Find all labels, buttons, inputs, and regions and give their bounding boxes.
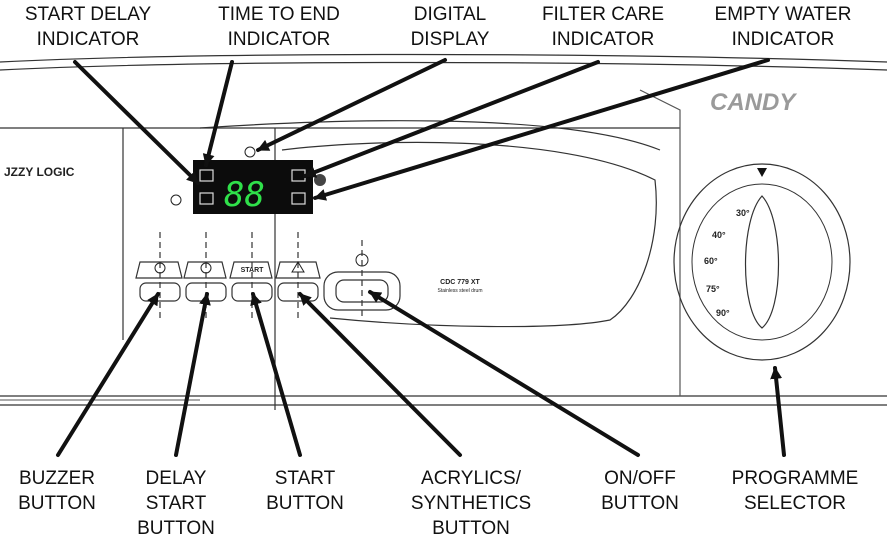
arrow-start	[250, 292, 302, 457]
buzzer-icon	[154, 262, 166, 274]
arrow-time-to-end	[202, 60, 234, 167]
power-icon	[355, 253, 369, 267]
arrow-delay-start	[174, 292, 211, 457]
digital-display: 88	[193, 160, 313, 215]
dial-temp-4: 75°	[706, 284, 720, 294]
callout-lines	[56, 58, 786, 457]
arrow-acrylics	[298, 292, 462, 457]
start-key-text: START	[241, 267, 265, 274]
dial-temp-5: 90°	[716, 308, 730, 318]
clock-icon	[200, 262, 212, 274]
display-symbol-icon	[244, 146, 256, 158]
display-digits: 88	[224, 175, 265, 215]
model-subtext: Stainless steel drum	[437, 288, 482, 294]
arrow-digital-display	[256, 58, 447, 152]
arrow-start-delay	[73, 60, 200, 185]
empty-water-lamp	[314, 174, 326, 186]
side-text: JZZY LOGIC	[4, 165, 75, 179]
arrow-on-off	[368, 290, 640, 457]
clock-small-icon	[170, 194, 182, 206]
dial-temp-3: 60°	[704, 256, 718, 266]
synthetics-icon	[291, 261, 305, 273]
model-text: CDC 779 XT	[440, 279, 480, 286]
dial-temp-1: 30°	[736, 208, 750, 218]
dial-temp-2: 40°	[712, 230, 726, 240]
arrow-programme	[770, 366, 786, 457]
button-row	[135, 232, 401, 320]
arrow-empty-water	[313, 58, 770, 201]
programme-selector-dial: 30° 40° 60° 75° 90°	[673, 163, 851, 361]
arrow-buzzer	[56, 292, 160, 457]
arrow-filter-care	[303, 60, 600, 178]
brand-logo: CANDY	[710, 89, 797, 116]
